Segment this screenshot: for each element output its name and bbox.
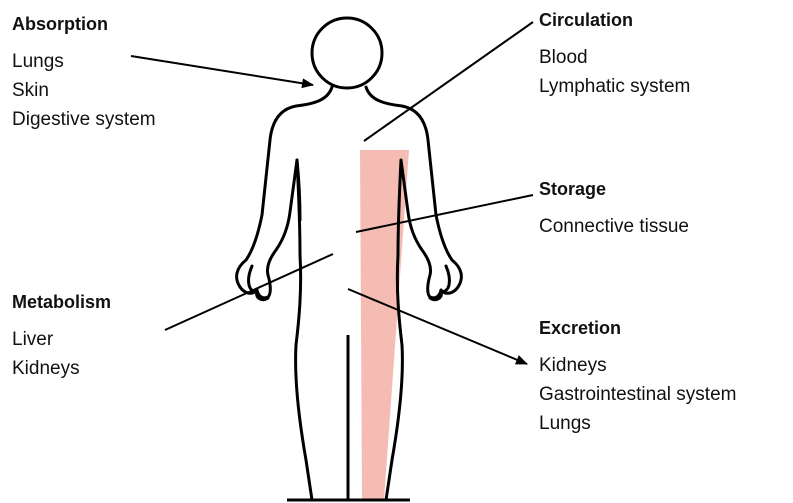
absorption-item: Skin <box>12 76 156 105</box>
absorption-section: Absorption Lungs Skin Digestive system <box>12 13 156 134</box>
excretion-item: Kidneys <box>539 351 736 380</box>
circulation-title: Circulation <box>539 9 690 31</box>
metabolism-item: Liver <box>12 325 111 354</box>
storage-item: Connective tissue <box>539 212 689 241</box>
metabolism-leader-line <box>165 254 333 330</box>
storage-section: Storage Connective tissue <box>539 178 689 241</box>
circulation-item: Lymphatic system <box>539 72 690 101</box>
concentration-band <box>360 150 409 500</box>
absorption-item: Digestive system <box>12 105 156 134</box>
circulation-item: Blood <box>539 43 690 72</box>
excretion-section: Excretion Kidneys Gastrointestinal syste… <box>539 317 736 438</box>
metabolism-item: Kidneys <box>12 354 111 383</box>
excretion-title: Excretion <box>539 317 736 339</box>
excretion-item: Gastrointestinal system <box>539 380 736 409</box>
absorption-item: Lungs <box>12 47 156 76</box>
circulation-leader-line <box>364 22 533 141</box>
absorption-title: Absorption <box>12 13 156 35</box>
metabolism-section: Metabolism Liver Kidneys <box>12 291 111 383</box>
head-outline <box>312 18 382 88</box>
excretion-item: Lungs <box>539 409 736 438</box>
circulation-section: Circulation Blood Lymphatic system <box>539 9 690 101</box>
storage-title: Storage <box>539 178 689 200</box>
metabolism-title: Metabolism <box>12 291 111 313</box>
absorption-arrow <box>131 56 313 85</box>
